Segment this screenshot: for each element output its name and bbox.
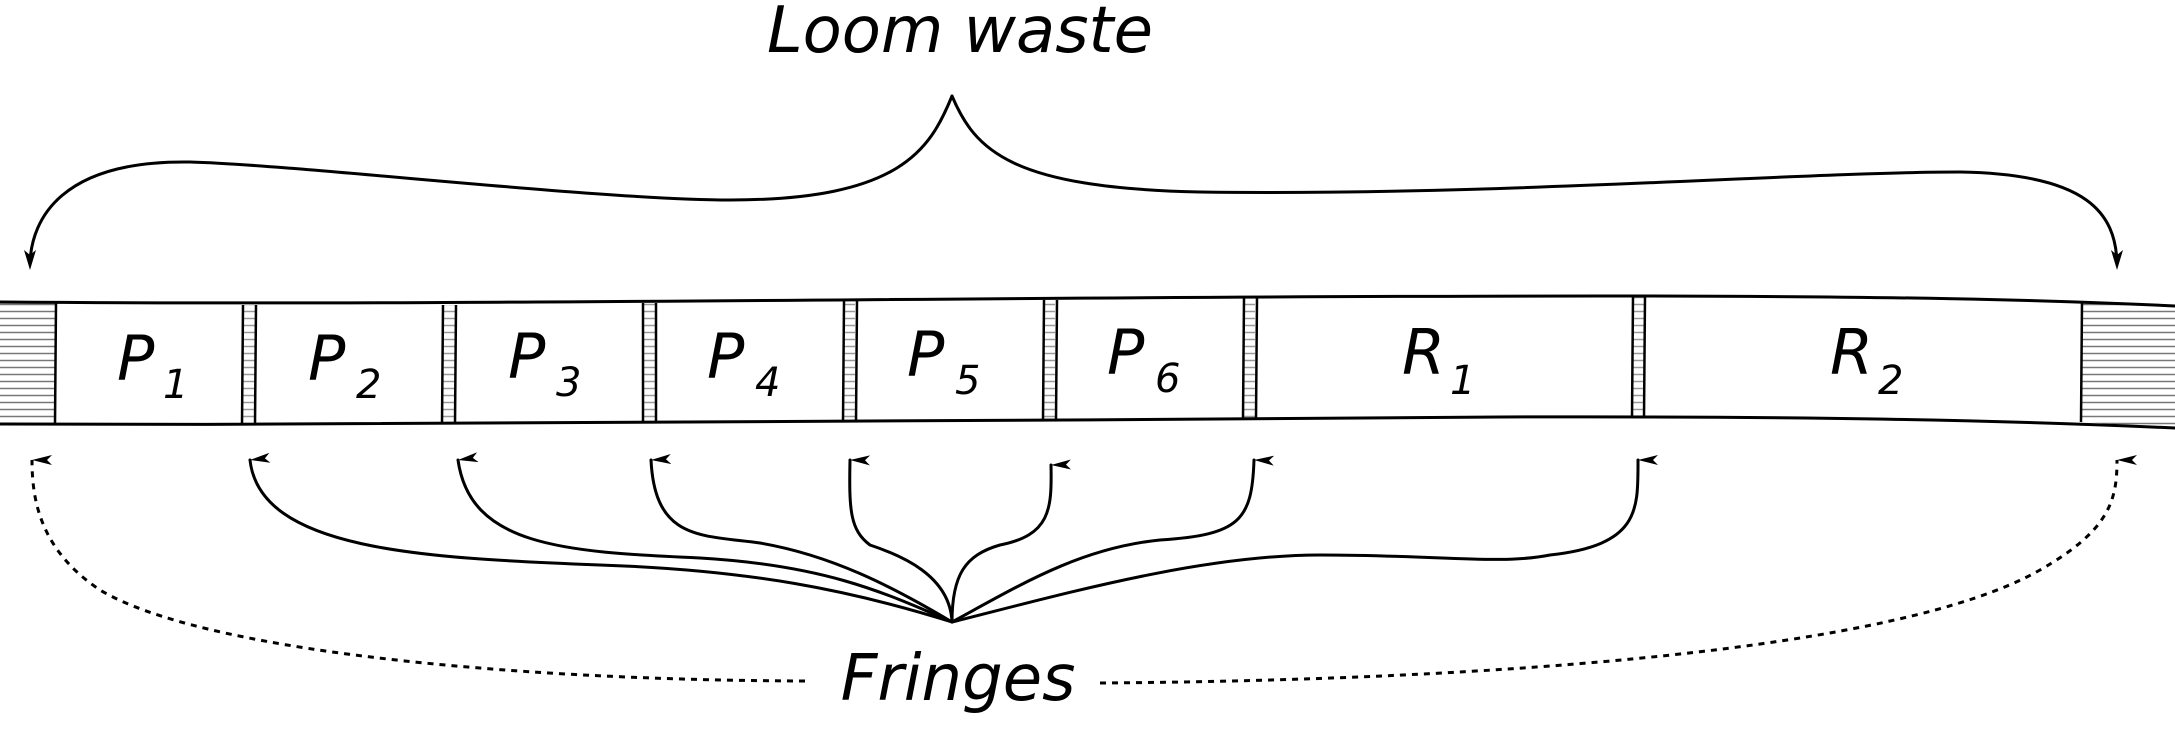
segment-p6: P 6	[1107, 316, 1180, 402]
segment-index: 2	[356, 362, 381, 408]
loom-waste-brace-left	[28, 94, 954, 264]
fringe-arrow-p1-p2	[248, 452, 954, 624]
segment-index: 5	[955, 358, 980, 404]
strip-bottom-edge	[0, 415, 2175, 430]
fringe-strip-p1-p2	[243, 305, 255, 424]
segment-p2: P 2	[308, 322, 381, 408]
fringe-strip-p3-p4	[643, 303, 655, 423]
fringe-strip-p5-p6	[1043, 300, 1055, 420]
segment-letter: P	[707, 320, 745, 393]
segment-index: 1	[1450, 358, 1475, 404]
fringe-strip-p2-p3	[443, 305, 455, 424]
loom-waste-brace-right	[950, 94, 2119, 264]
fringe-arrows	[248, 452, 1659, 624]
loom-waste-arrowhead-left	[24, 250, 36, 270]
segment-index: 4	[755, 360, 780, 406]
segment-letter: R	[1830, 316, 1873, 389]
segment-p1: P 1	[117, 322, 188, 408]
segment-index: 2	[1878, 358, 1903, 404]
fringe-strip-p6-r1	[1243, 298, 1255, 418]
fringe-strip-r1-r2	[1632, 296, 1644, 417]
fringe-arrow-p5-p6	[950, 459, 1072, 624]
segment-letter: R	[1402, 316, 1445, 389]
segment-index: 6	[1155, 356, 1180, 402]
segment-letter: P	[1107, 316, 1145, 389]
fringes-label: Fringes	[841, 642, 1076, 716]
fringe-arrow-right-end	[1099, 455, 2138, 685]
segment-letter: P	[907, 318, 945, 391]
loom-waste-brace	[24, 94, 2123, 270]
fringe-arrow-p3-p4	[649, 453, 954, 624]
loom-waste-arrowhead-right	[2111, 250, 2123, 270]
loom-waste-left-end	[0, 302, 56, 424]
segment-letter: P	[308, 322, 346, 395]
segment-index: 1	[163, 362, 188, 408]
segment-dividers	[53, 295, 2084, 425]
segment-p5: P 5	[907, 318, 980, 404]
fringe-arrow-p6-r1	[950, 455, 1275, 624]
loom-waste-right-end	[2082, 302, 2175, 428]
fabric-strip: P 1 P 2 P 3 P 4 P 5 P 6 R 1 R 2	[0, 294, 2175, 430]
segment-letter: P	[117, 322, 155, 395]
segment-letter: P	[508, 320, 546, 393]
fringe-arrow-left-end	[30, 454, 806, 683]
fringe-arrow-p4-p5	[848, 455, 954, 624]
fringe-arrow-r1-r2	[950, 454, 1659, 624]
segment-p3: P 3	[508, 320, 581, 406]
fringe-strip-p4-p5	[843, 302, 855, 422]
loom-waste-label: Loom waste	[767, 0, 1153, 68]
strip-top-edge	[0, 294, 2175, 308]
segment-index: 3	[556, 360, 581, 406]
segment-r2: R 2	[1830, 316, 1903, 404]
fringe-arrow-p2-p3	[456, 452, 954, 624]
segment-r1: R 1	[1402, 316, 1475, 404]
segment-p4: P 4	[707, 320, 780, 406]
fringe-end-arrows	[30, 454, 2138, 685]
